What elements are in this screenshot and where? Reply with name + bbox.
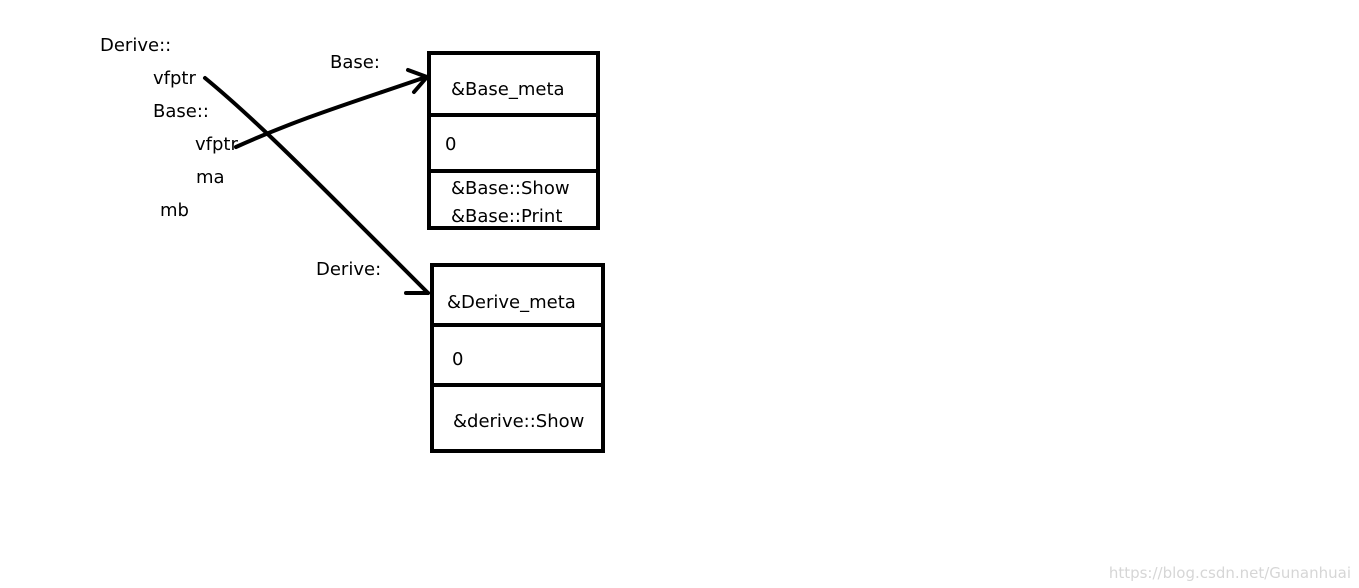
derive-vtable-divider-1 xyxy=(434,323,601,327)
member-mb-label: mb xyxy=(160,200,189,221)
derive-vtable-func-show: &derive::Show xyxy=(453,411,585,432)
base-vtable-title: Base: xyxy=(330,52,380,73)
derive-vtable-offset: 0 xyxy=(452,349,464,370)
derive-vtable-box: &Derive_meta 0 &derive::Show xyxy=(430,263,605,453)
watermark: https://blog.csdn.net/Gunanhuai xyxy=(1108,564,1351,582)
derive-object-label: Derive:: xyxy=(100,35,172,56)
base-vtable-divider-1 xyxy=(431,113,596,117)
base-vfptr-label: vfptr xyxy=(195,134,238,155)
base-vtable-offset: 0 xyxy=(445,134,457,155)
base-vtable-func-show: &Base::Show xyxy=(451,178,570,199)
base-vtable-rtti: &Base_meta xyxy=(451,79,565,100)
base-vtable-func-print: &Base::Print xyxy=(451,206,563,227)
base-vtable-divider-2 xyxy=(431,169,596,173)
derive-vtable-title: Derive: xyxy=(316,259,382,280)
member-ma-label: ma xyxy=(196,167,225,188)
derive-vtable-rtti: &Derive_meta xyxy=(447,292,576,313)
base-vtable-box: &Base_meta 0 &Base::Show &Base::Print xyxy=(427,51,600,230)
derive-vfptr-arrow xyxy=(203,76,430,295)
derive-vtable-divider-2 xyxy=(434,383,601,387)
derive-vfptr-label: vfptr xyxy=(153,68,196,89)
base-subobject-label: Base:: xyxy=(153,101,209,122)
base-vfptr-arrow xyxy=(234,68,429,149)
